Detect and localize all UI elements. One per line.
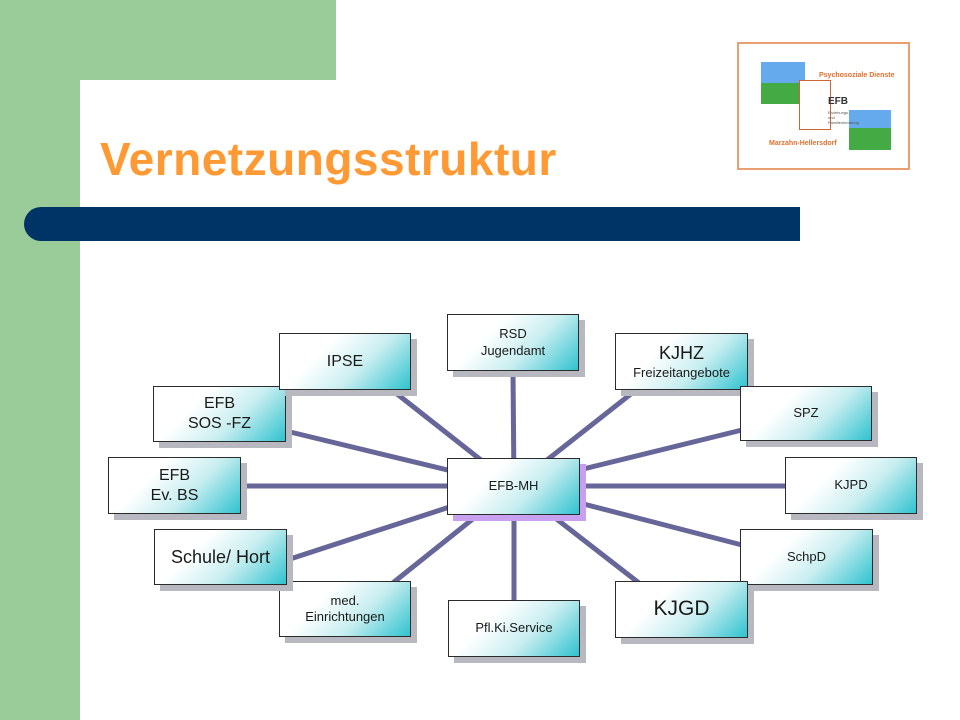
node-label-line1: KJHZ	[659, 343, 704, 364]
node-med-einrichtungen: med. Einrichtungen	[279, 581, 411, 637]
node-label-line1: Schule/ Hort	[170, 546, 271, 567]
title-underline-bar	[24, 207, 800, 241]
node-kjpd: KJPD	[785, 457, 917, 514]
node-kjhz: KJHZ Freizeitangebote	[615, 333, 748, 390]
node-kjgd: KJGD	[615, 581, 748, 638]
node-pfl-ki-service: Pfl.Ki.Service	[448, 600, 580, 657]
node-label-line2: Ev. BS	[150, 486, 199, 504]
node-label-line2: Freizeitangebote	[633, 364, 730, 380]
node-label-line1: SPZ	[793, 405, 819, 421]
node-label-line1: SchpD	[786, 548, 827, 564]
logo-text-efb: EFB	[828, 96, 848, 107]
node-label-line2: Einrichtungen	[305, 609, 385, 624]
top-green-panel	[0, 0, 336, 80]
logo-landscape-image-right	[849, 110, 891, 150]
node-label-line1: RSD	[499, 326, 527, 342]
node-schule-hort: Schule/ Hort	[154, 529, 287, 585]
node-label-line1: EFB	[203, 395, 236, 412]
node-rsd-jugendamt: RSD Jugendamt	[447, 314, 579, 371]
efb-logo: Psychosoziale Dienste EFB Erziehungs- un…	[737, 42, 910, 170]
node-ipse: IPSE	[279, 333, 411, 390]
node-spz: SPZ	[740, 386, 872, 441]
logo-landscape-image-left	[761, 62, 805, 104]
logo-text-subtitle: Erziehungs- und Familienberatung	[828, 110, 859, 125]
node-efb-sos-fz: EFB SOS -FZ	[153, 386, 286, 442]
node-label-line2: SOS -FZ	[187, 415, 252, 432]
node-label-line1: EFB	[158, 466, 191, 484]
logo-face-drawing	[799, 80, 831, 130]
center-node-label: EFB-MH	[488, 478, 539, 494]
center-node-efb-mh: EFB-MH	[447, 458, 580, 515]
logo-text-top: Psychosoziale Dienste	[819, 72, 895, 79]
left-green-panel	[0, 0, 80, 720]
node-label-line1: med.	[330, 592, 360, 608]
node-label-line1: Pfl.Ki.Service	[475, 620, 553, 636]
node-label-line1: KJGD	[653, 597, 710, 621]
node-label-line1: KJPD	[834, 477, 868, 493]
slide-title: Vernetzungsstruktur	[100, 133, 557, 185]
node-label-line1: IPSE	[326, 352, 364, 370]
node-label-line2: Jugendamt	[480, 342, 546, 358]
node-schpd: SchpD	[740, 529, 873, 585]
logo-text-bottom: Marzahn-Hellersdorf	[769, 140, 837, 147]
node-efb-ev-bs: EFB Ev. BS	[108, 457, 241, 514]
content-corner	[80, 80, 200, 200]
